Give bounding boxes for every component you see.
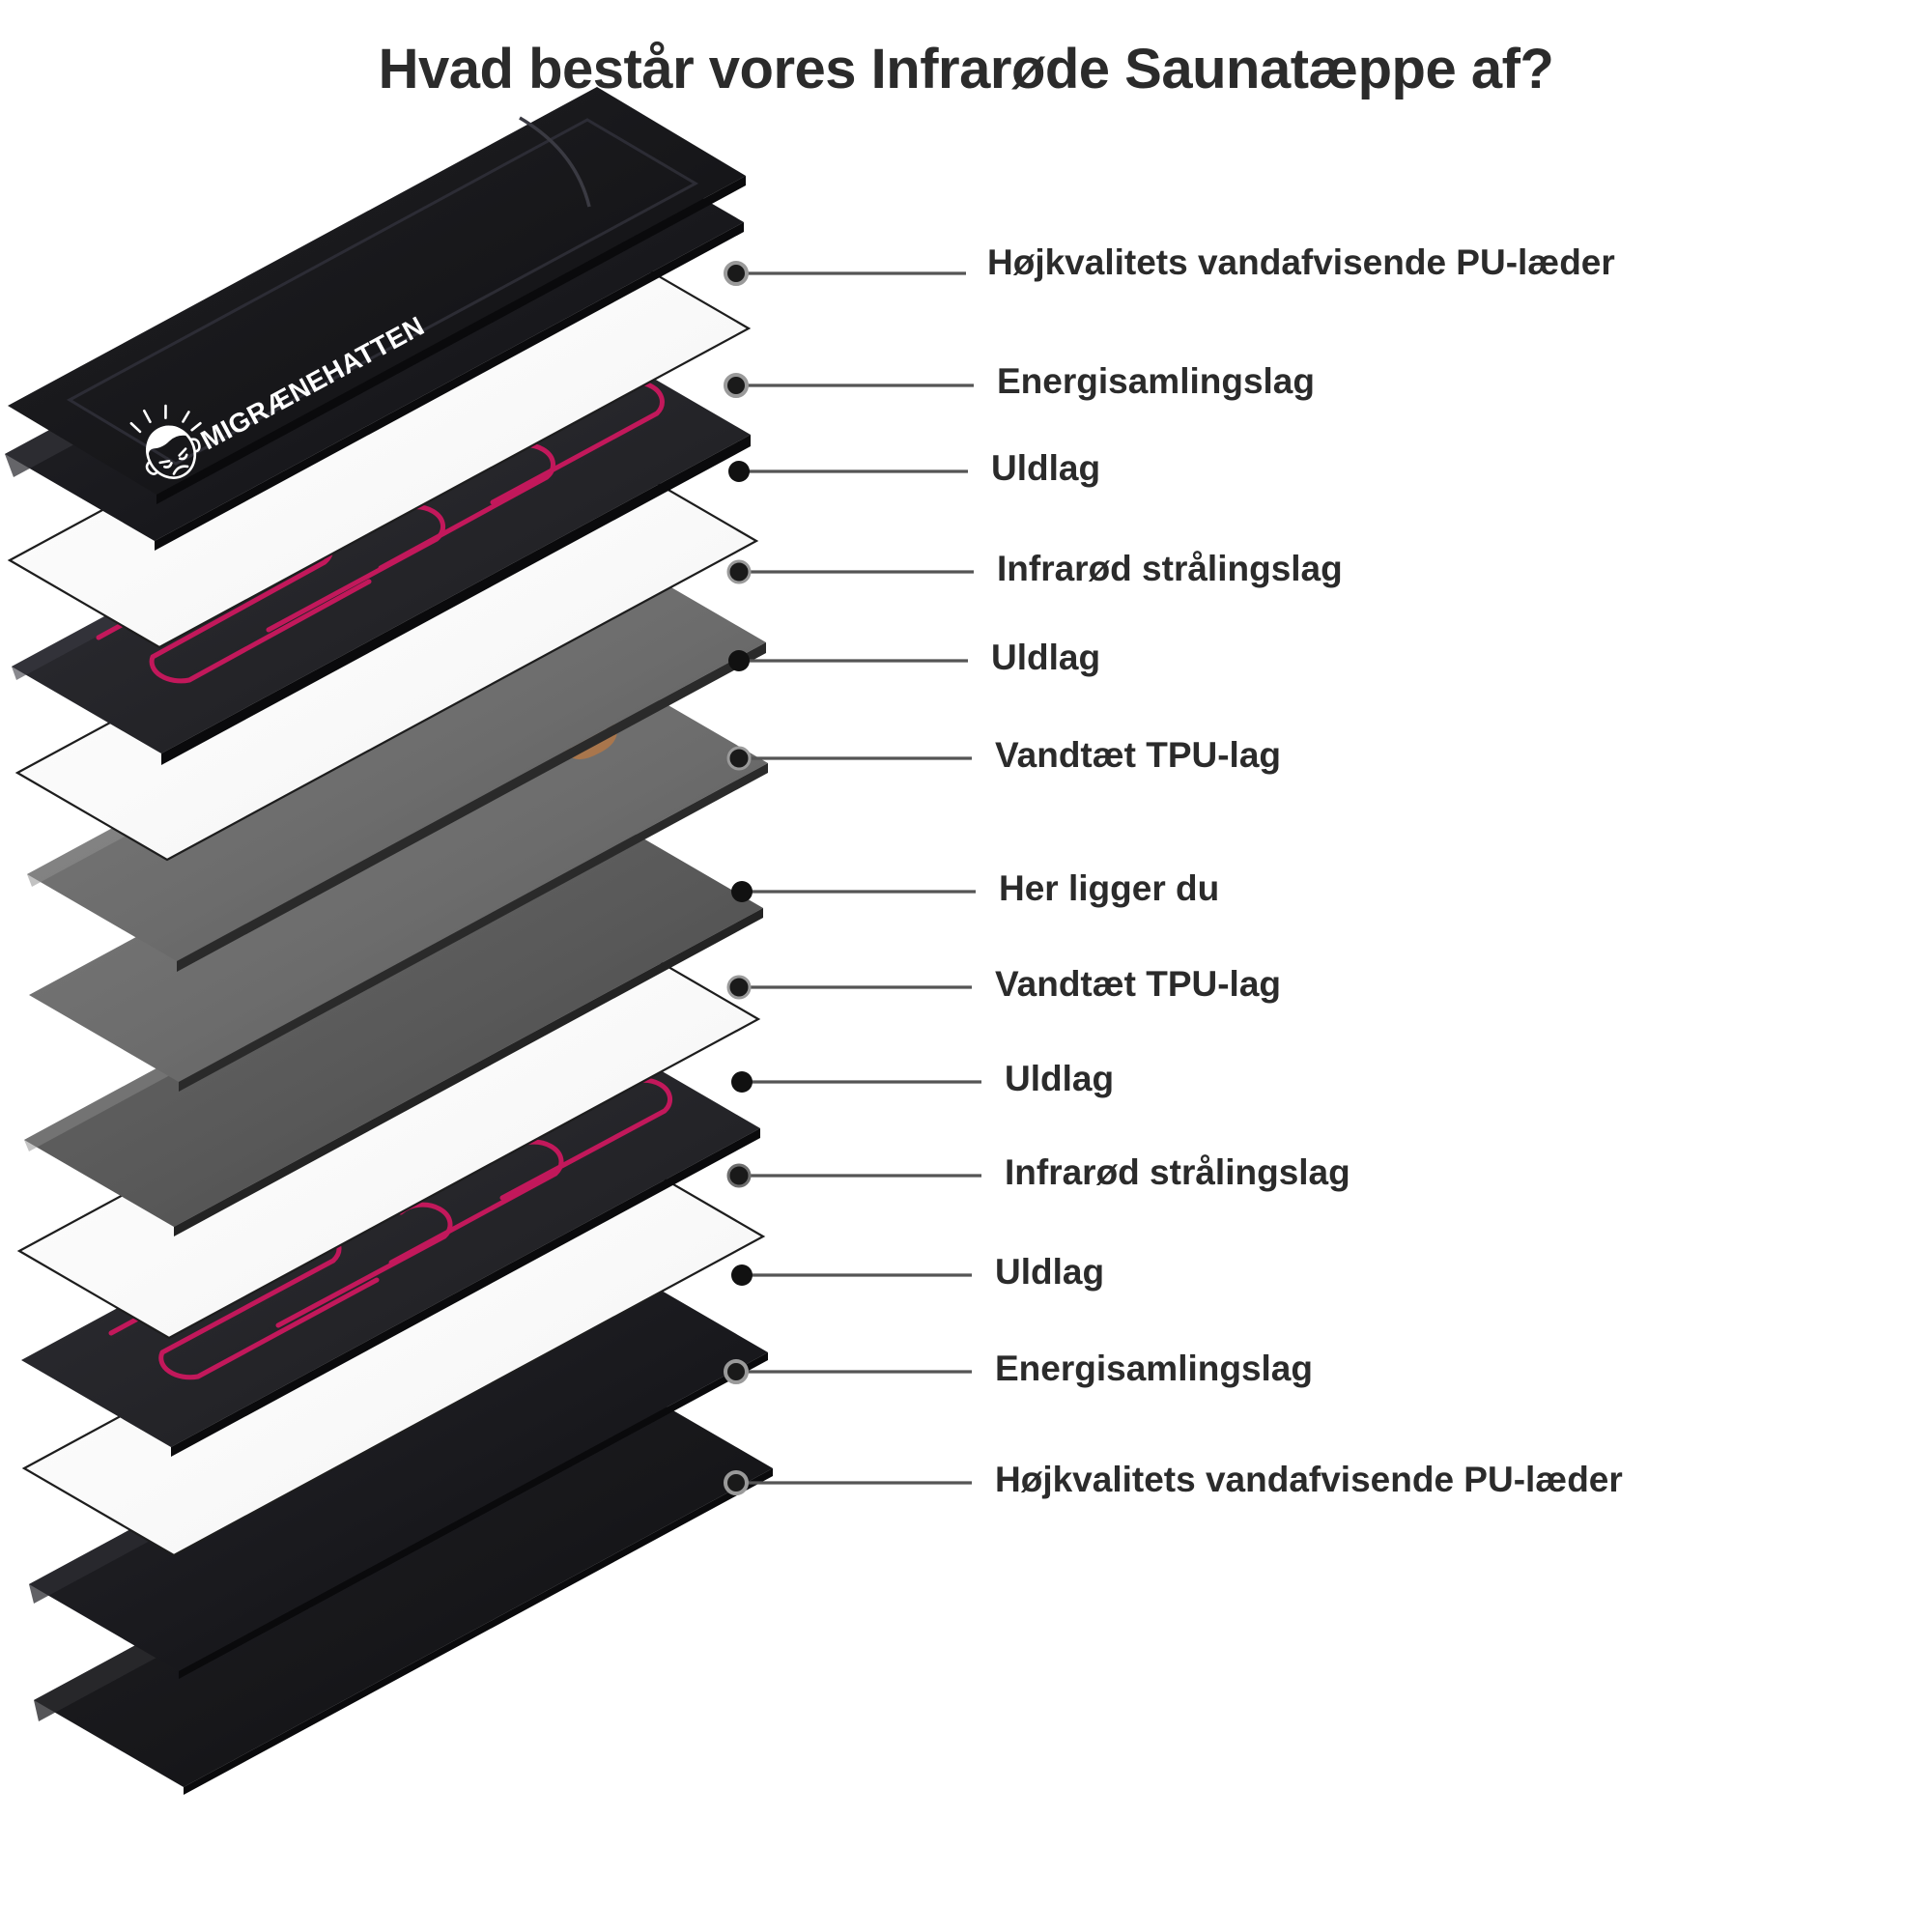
leader-dot-4	[726, 559, 752, 584]
leader-dots	[724, 261, 753, 1495]
leader-dot-6	[726, 746, 752, 771]
leader-dot-2	[724, 373, 749, 398]
leader-dot-12	[724, 1359, 749, 1384]
migraine-face-icon	[129, 404, 202, 479]
leader-dot-8	[726, 975, 752, 1000]
leader-lines	[744, 271, 981, 1485]
leader-dot-13	[724, 1470, 749, 1495]
leader-dot-9	[731, 1071, 753, 1093]
layer-infrared-bottom	[21, 1041, 760, 1457]
layer-pu-leather-top	[8, 87, 746, 504]
leader-dot-11	[731, 1264, 753, 1286]
leader-dot-10	[726, 1163, 752, 1188]
leader-dot-7	[731, 881, 753, 902]
leader-dot-1	[724, 261, 749, 286]
leader-dot-5	[728, 650, 750, 671]
page-title: Hvad består vores Infrarøde Saunatæppe a…	[378, 38, 1554, 100]
leader-dot-3	[728, 461, 750, 482]
